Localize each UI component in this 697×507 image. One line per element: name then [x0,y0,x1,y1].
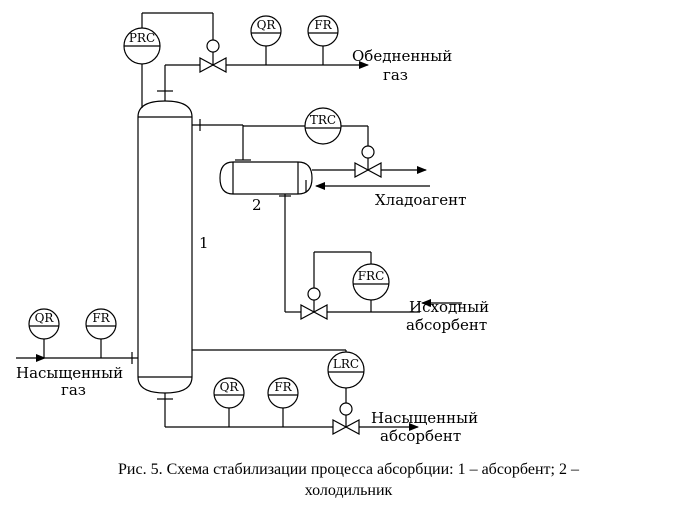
lean-gas-line [157,61,369,101]
frc-label: FRC [358,269,385,283]
rich-absorbent-label-line1: Насыщенный [371,409,478,427]
frc-loop [313,251,372,312]
lean-gas-label-line2: газ [383,66,408,84]
qr-instrument-top [250,15,282,65]
column-to-condenser-line [192,119,251,161]
trc-label: TRC [310,113,336,127]
lrc-control-valve [332,402,360,436]
column-number-label: 1 [199,234,209,252]
trc-control-valve [354,145,382,179]
prc-control-valve [199,39,227,74]
fr-instrument-feed [85,308,117,358]
coolant-label: Хладоагент [375,191,466,209]
frc-instrument [352,263,390,301]
condenser-number-label: 2 [252,196,262,214]
condenser [219,161,313,195]
rich-absorbent-label-line2: абсорбент [380,427,461,445]
trc-loop [243,125,369,146]
qr-instrument-feed [28,308,60,358]
lrc-instrument [327,351,365,389]
frc-control-valve [300,287,328,321]
feed-absorbent-line [279,194,462,313]
fr-feed-label: FR [92,311,110,325]
lrc-label: LRC [333,357,359,371]
caption-line-1: Рис. 5. Схема стабилизации процесса абсо… [118,461,579,478]
rich-gas-feed-line [16,352,138,364]
rich-absorbent-line [157,393,419,431]
fr-instrument-bottom [267,377,299,427]
qr-bottom-label: QR [220,380,240,394]
prc-label: PRC [129,31,155,45]
fr-bottom-label: FR [274,380,292,394]
feed-absorbent-label-line2: абсорбент [406,316,487,334]
trc-instrument [304,107,342,145]
qr-top-label: QR [257,18,277,32]
lean-gas-label-line1: Обедненный [352,47,452,65]
prc-loop [141,12,214,108]
caption-line-2: холодильник [304,482,393,499]
fr-top-label: FR [314,18,332,32]
figure-caption: Рис. 5. Схема стабилизации процесса абсо… [0,459,697,501]
fr-instrument-top [307,15,339,65]
rich-gas-label-line1: Насыщенный [16,364,123,382]
coolant-lines [305,166,430,192]
qr-feed-label: QR [35,311,55,325]
prc-instrument [123,27,161,65]
qr-instrument-bottom [213,377,245,427]
rich-gas-label-line2: газ [61,381,86,399]
process-flow-diagram: PRC QR FR TRC FRC QR FR LRC QR FR 1 2 Об… [16,12,489,445]
absorber-column [137,100,193,394]
feed-absorbent-label-line1: Исходный [409,298,489,316]
